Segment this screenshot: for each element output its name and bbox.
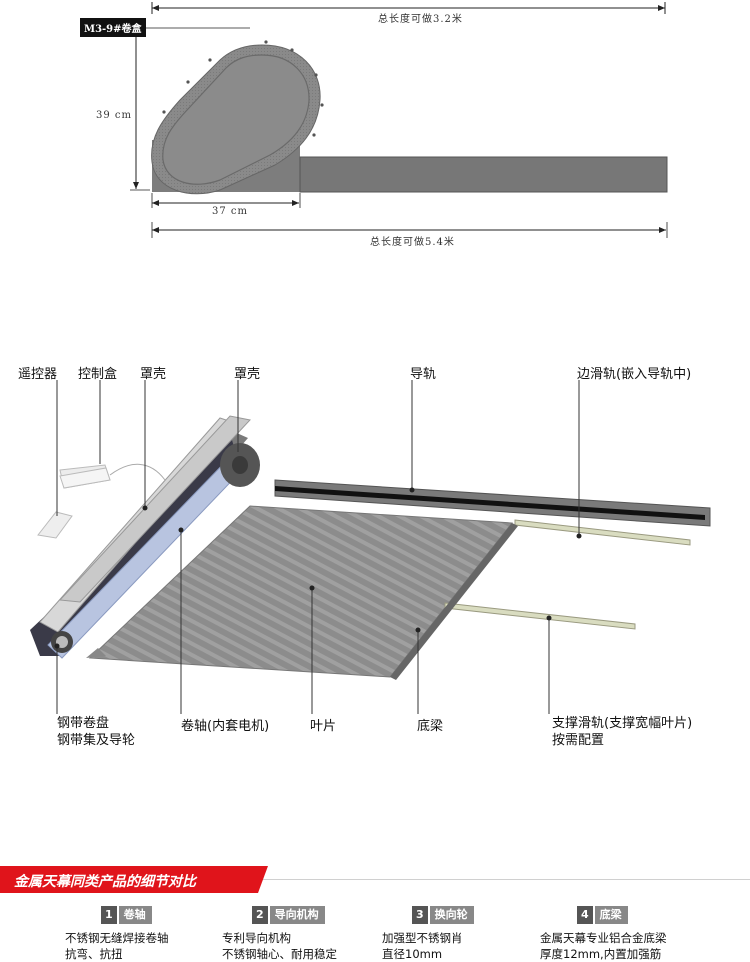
label-control-box: 控制盒 — [78, 367, 118, 382]
top-cover — [58, 415, 251, 603]
section-divider — [0, 879, 750, 880]
label-cover-1: 罩壳 — [140, 367, 167, 382]
label-roller: 卷轴(内套电机) — [181, 719, 270, 734]
roll-box-inner-panel — [162, 54, 310, 185]
label-side-slide-rail: 边滑轨(嵌入导轨中) — [577, 367, 692, 382]
feature-1-tag: 1 卷轴 — [101, 906, 152, 924]
height-label: 39 cm — [96, 110, 132, 121]
side-slide-rail — [514, 519, 691, 546]
label-cover-2: 罩壳 — [234, 367, 261, 382]
roll-box-rivets — [162, 40, 324, 137]
top-length-label: 总长度可做3.2米 — [378, 14, 463, 25]
comparison-banner-bg — [0, 866, 268, 893]
support-slide-rail — [444, 602, 636, 630]
comparison-banner: 金属天幕同类产品的细节对比 — [0, 866, 268, 893]
feature-3-desc: 加强型不锈钢肖 直径10mm — [382, 931, 463, 961]
label-support-rail-line2: 按需配置 — [552, 733, 605, 748]
blade-strip — [299, 156, 668, 193]
label-steel-reel: 钢带卷盘 钢带集及导轮 — [57, 715, 135, 749]
exploded-assembly-drawing — [30, 380, 711, 714]
feature-3-tag: 3 换向轮 — [412, 906, 474, 924]
remote-shape — [37, 511, 73, 539]
model-tag: M3-9#卷盒 — [80, 18, 146, 37]
feature-2-tag: 2 导向机构 — [252, 906, 325, 924]
roll-box-dimension-drawing — [130, 2, 668, 238]
label-support-rail-line1: 支撑滑轨(支撑宽幅叶片) — [552, 716, 693, 731]
label-bottom-beam: 底梁 — [417, 719, 444, 734]
box-width-label: 37 cm — [212, 206, 248, 217]
label-steel-reel-line2: 钢带集及导轮 — [57, 733, 136, 748]
label-remote: 遥控器 — [18, 367, 58, 382]
leader-lines — [56, 380, 580, 714]
feature-1-desc: 不锈钢无缝焊接卷轴 抗弯、抗扭 — [65, 931, 169, 961]
bottom-length-label: 总长度可做5.4米 — [370, 237, 455, 248]
comparison-banner-text: 金属天幕同类产品的细节对比 — [14, 874, 196, 890]
label-support-rail: 支撑滑轨(支撑宽幅叶片) 按需配置 — [552, 715, 692, 749]
label-guide-rail: 导轨 — [410, 367, 437, 382]
bottom-beam — [390, 523, 518, 680]
label-steel-reel-line1: 钢带卷盘 — [57, 716, 110, 731]
label-blade: 叶片 — [310, 719, 337, 734]
feature-4-tag: 4 底梁 — [577, 906, 628, 924]
feature-2-desc: 专利导向机构 不锈钢轴心、耐用稳定 — [222, 931, 337, 961]
feature-4-desc: 金属天幕专业铝合金底梁 厚度12mm,内置加强筋 — [540, 931, 667, 961]
